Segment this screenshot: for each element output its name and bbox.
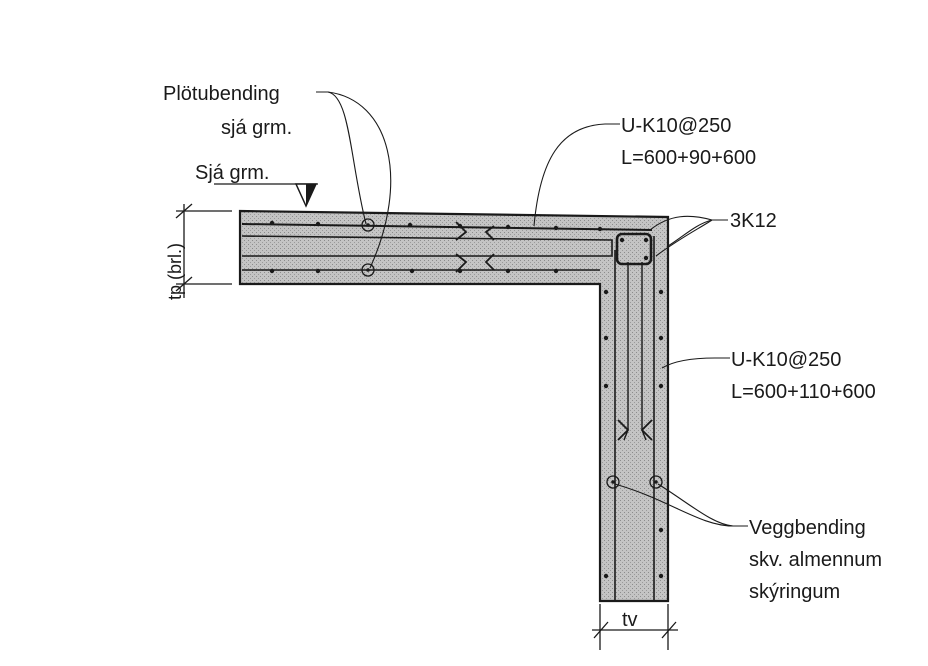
rebar-dots — [269, 220, 664, 579]
wall-stirrup-length-label: L=600+110+600 — [731, 381, 876, 403]
see-drawing-label: Sjá grm. — [195, 162, 269, 184]
level-marker — [214, 183, 318, 208]
leader-lines — [316, 91, 748, 527]
corner-bars-label: 3K12 — [730, 210, 777, 232]
rebar-circled-centers — [366, 223, 658, 484]
wall-stirrup-label: U-K10@250 — [731, 349, 841, 371]
plate-bending-see-label: sjá grm. — [221, 117, 292, 139]
top-stirrup-label: U-K10@250 — [621, 115, 731, 137]
slab-middle-rebar — [241, 235, 613, 257]
slab-thickness-dimension — [175, 203, 232, 298]
corner-stirrup — [615, 232, 653, 266]
slab-lap-marks — [455, 221, 495, 273]
wall-thickness-label: tv — [622, 609, 638, 631]
plate-bending-label: Plötubending — [163, 83, 280, 105]
plate-thickness-label: tp (brl.) — [165, 243, 185, 300]
concrete-section — [238, 209, 670, 603]
wall-bending-notes-label: skýringum — [749, 581, 840, 603]
wall-bending-label: Veggbending — [749, 517, 866, 539]
top-stirrup-length-label: L=600+90+600 — [621, 147, 756, 169]
wall-thickness-dimension — [592, 604, 678, 650]
wall-bending-general-label: skv. almennum — [749, 549, 882, 571]
slab-top-rebar — [241, 223, 653, 231]
rebar-circled — [361, 218, 663, 489]
wall-lap-marks — [617, 419, 653, 441]
